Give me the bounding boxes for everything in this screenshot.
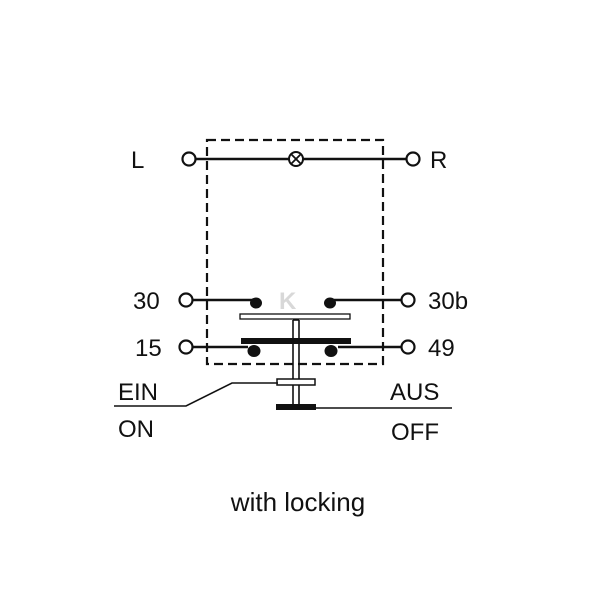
terminal-15 [178, 339, 194, 355]
switch-housing-outline [205, 138, 385, 366]
watermark-mark: K [279, 288, 297, 315]
contact-point-15 [247, 345, 261, 357]
terminal-r [405, 151, 421, 167]
indicator-lamp-icon [288, 151, 304, 167]
terminal-30b [400, 292, 416, 308]
terminal-30 [178, 292, 194, 308]
contact-bridge-open [239, 313, 351, 320]
switch-plunger [276, 319, 316, 410]
contact-point-49 [324, 345, 338, 357]
terminal-label-15: 15 [135, 335, 162, 362]
terminal-49 [400, 339, 416, 355]
position-label-ein: EIN [118, 379, 158, 406]
position-label-off: OFF [391, 419, 439, 446]
terminal-label-l: L [131, 147, 144, 174]
terminal-label-r: R [430, 147, 447, 174]
contact-point-30b [324, 297, 336, 309]
on-position-leader [114, 382, 278, 407]
contact-bridge-closed [241, 338, 351, 344]
terminal-label-30: 30 [133, 288, 160, 315]
contact-point-30 [250, 297, 262, 309]
terminal-label-49: 49 [428, 335, 455, 362]
diagram-caption: with locking [230, 487, 365, 517]
terminal-label-30b: 30b [428, 288, 468, 315]
terminal-l [181, 151, 197, 167]
position-label-on: ON [118, 416, 154, 443]
position-label-aus: AUS [390, 379, 439, 406]
